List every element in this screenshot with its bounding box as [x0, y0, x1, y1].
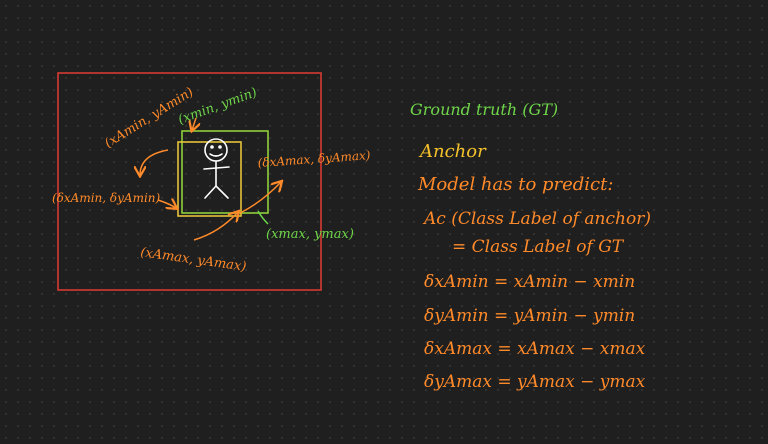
label-delta-max: (δxAmax, δyAmax) — [257, 148, 371, 170]
gt-box — [181, 130, 269, 214]
label-anchor-max: (xAmax, yAmax) — [139, 245, 247, 275]
note-anchor: Anchor — [418, 141, 487, 162]
note-class-label-gt: = Class Label of GT — [452, 237, 625, 257]
note-ground-truth: Ground truth (GT) — [410, 100, 558, 119]
stick-figure — [203, 138, 230, 199]
pred-box — [177, 141, 242, 217]
note-eq2: δyAmin = yAmin − ymin — [424, 306, 635, 326]
note-eq4: δyAmax = yAmax − ymax — [424, 372, 646, 392]
gt-corner-arrow — [257, 210, 269, 225]
note-eq3: δxAmax = xAmax − xmax — [424, 339, 646, 359]
note-model-predict: Model has to predict: — [417, 174, 613, 195]
note-class-label-anchor: Ac (Class Label of anchor) — [422, 209, 651, 229]
anchor-box — [57, 72, 322, 291]
label-gt-max: (xmax, ymax) — [266, 227, 354, 242]
label-delta-min: (δxAmin, δyAmin) — [52, 191, 161, 205]
note-eq1: δxAmin = xAmin − xmin — [424, 272, 635, 292]
offset-arrows — [140, 117, 281, 241]
